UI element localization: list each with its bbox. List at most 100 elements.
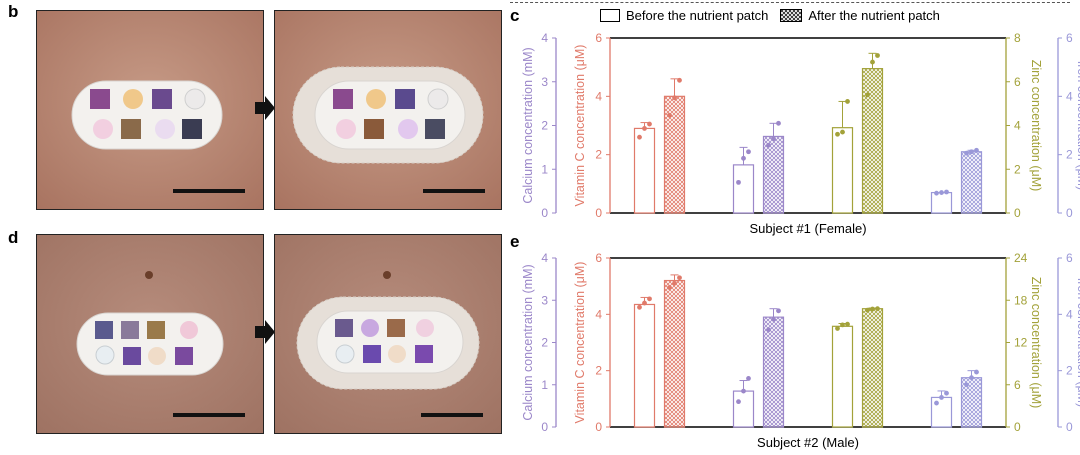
bar-after-vitamin-c <box>663 95 686 214</box>
legend-after-swatch <box>780 9 803 22</box>
data-point <box>771 136 776 142</box>
axis-tick-label: 4 <box>541 251 548 265</box>
data-point <box>672 95 677 101</box>
arrow-d-icon <box>255 320 275 344</box>
axis-tick-label: 0 <box>541 206 548 220</box>
axis-title-iron: Iron concentration (μM) <box>1075 278 1080 407</box>
axis-tick-label: 2 <box>1014 162 1021 176</box>
axis-tick-label: 6 <box>1014 75 1021 89</box>
chart-subject-title: Subject #1 (Female) <box>749 221 866 236</box>
arrow-b-icon <box>255 96 275 120</box>
axis-tick-label: 4 <box>1066 89 1073 103</box>
data-point <box>870 59 875 65</box>
axis-tick-label: 4 <box>1066 307 1073 321</box>
panel-label-b: b <box>8 2 19 21</box>
axis-tick-label: 0 <box>595 206 602 220</box>
axis-tick-label: 3 <box>541 75 548 89</box>
data-point <box>741 388 746 394</box>
data-point <box>840 129 845 135</box>
data-point <box>969 149 974 155</box>
bar-before-calcium <box>732 164 755 214</box>
axis-title-vitamin-c: Vitamin C concentration (μM) <box>573 45 587 207</box>
data-point <box>642 126 647 131</box>
data-point <box>741 155 746 161</box>
data-point <box>677 77 682 83</box>
axis-tick-label: 6 <box>1014 378 1021 392</box>
data-point <box>672 280 677 286</box>
axis-tick-label: 6 <box>595 31 602 45</box>
axis-tick-label: 2 <box>595 364 602 378</box>
data-point <box>647 121 652 127</box>
data-point <box>974 147 979 153</box>
data-point <box>944 390 949 396</box>
data-point <box>642 300 647 306</box>
data-point <box>974 369 979 375</box>
data-point <box>766 142 771 148</box>
data-point <box>870 306 875 312</box>
data-point <box>939 190 944 195</box>
axis-title-vitamin-c: Vitamin C concentration (μM) <box>573 262 587 424</box>
bar-before-vitamin-c <box>633 127 656 214</box>
panel-label-c: c <box>510 6 520 25</box>
bar-after-calcium <box>762 316 785 428</box>
axis-tick-label: 6 <box>1066 31 1073 45</box>
data-point <box>776 308 781 314</box>
axis-tick-label: 0 <box>1066 206 1073 220</box>
axis-tick-label: 2 <box>541 119 548 133</box>
data-point <box>875 306 880 312</box>
axis-title-calcium: Calcium concentration (mM) <box>521 47 535 203</box>
legend-after-label: After the nutrient patch <box>808 8 940 23</box>
data-point <box>771 316 776 322</box>
data-point <box>865 92 870 98</box>
axis-tick-label: 0 <box>1014 206 1021 220</box>
photo-b-after-patch <box>274 10 502 210</box>
data-point <box>845 99 850 104</box>
axis-tick-label: 0 <box>595 420 602 434</box>
axis-tick-label: 4 <box>595 307 602 321</box>
bar-after-vitamin-c <box>663 279 686 428</box>
axis-tick-label: 1 <box>541 378 548 392</box>
axis-tick-label: 0 <box>541 420 548 434</box>
bar-before-iron <box>930 191 953 214</box>
axis-tick-label: 1 <box>541 162 548 176</box>
data-point <box>969 375 974 381</box>
data-point <box>736 399 741 405</box>
data-point <box>835 326 840 331</box>
data-point <box>637 304 642 310</box>
data-point <box>746 376 751 381</box>
data-point <box>840 322 845 328</box>
panel-label-d: d <box>8 228 19 247</box>
axis-title-calcium: Calcium concentration (mM) <box>521 264 535 420</box>
axis-title-zinc: Zinc concentration (μM) <box>1029 60 1043 192</box>
data-point <box>835 131 840 137</box>
axis-tick-label: 12 <box>1014 336 1028 350</box>
data-point <box>677 275 682 281</box>
bar-before-zinc <box>831 325 854 428</box>
data-point <box>746 149 751 155</box>
photo-d-after-patch <box>274 234 502 434</box>
axis-tick-label: 18 <box>1014 293 1028 307</box>
data-point <box>875 53 880 58</box>
axis-title-iron: Iron concentration (μM) <box>1075 61 1080 190</box>
axis-tick-label: 8 <box>1014 31 1021 45</box>
axis-tick-label: 4 <box>541 31 548 45</box>
chart-legend: Before the nutrient patch After the nutr… <box>600 8 940 23</box>
chart-subject-title: Subject #2 (Male) <box>757 435 859 450</box>
bar-after-zinc <box>861 68 884 214</box>
legend-before-label: Before the nutrient patch <box>626 8 769 23</box>
data-point <box>667 112 672 118</box>
data-point <box>736 179 741 185</box>
data-point <box>964 382 969 388</box>
data-point <box>934 190 939 196</box>
axis-tick-label: 2 <box>1066 364 1073 378</box>
bar-after-zinc <box>861 308 884 428</box>
axis-tick-label: 3 <box>541 293 548 307</box>
photo-b-before-patch <box>36 10 264 210</box>
legend-before-swatch <box>600 9 620 22</box>
axis-tick-label: 2 <box>595 148 602 162</box>
data-point <box>766 327 771 333</box>
axis-title-zinc: Zinc concentration (μM) <box>1029 277 1043 409</box>
axis-tick-label: 6 <box>595 251 602 265</box>
